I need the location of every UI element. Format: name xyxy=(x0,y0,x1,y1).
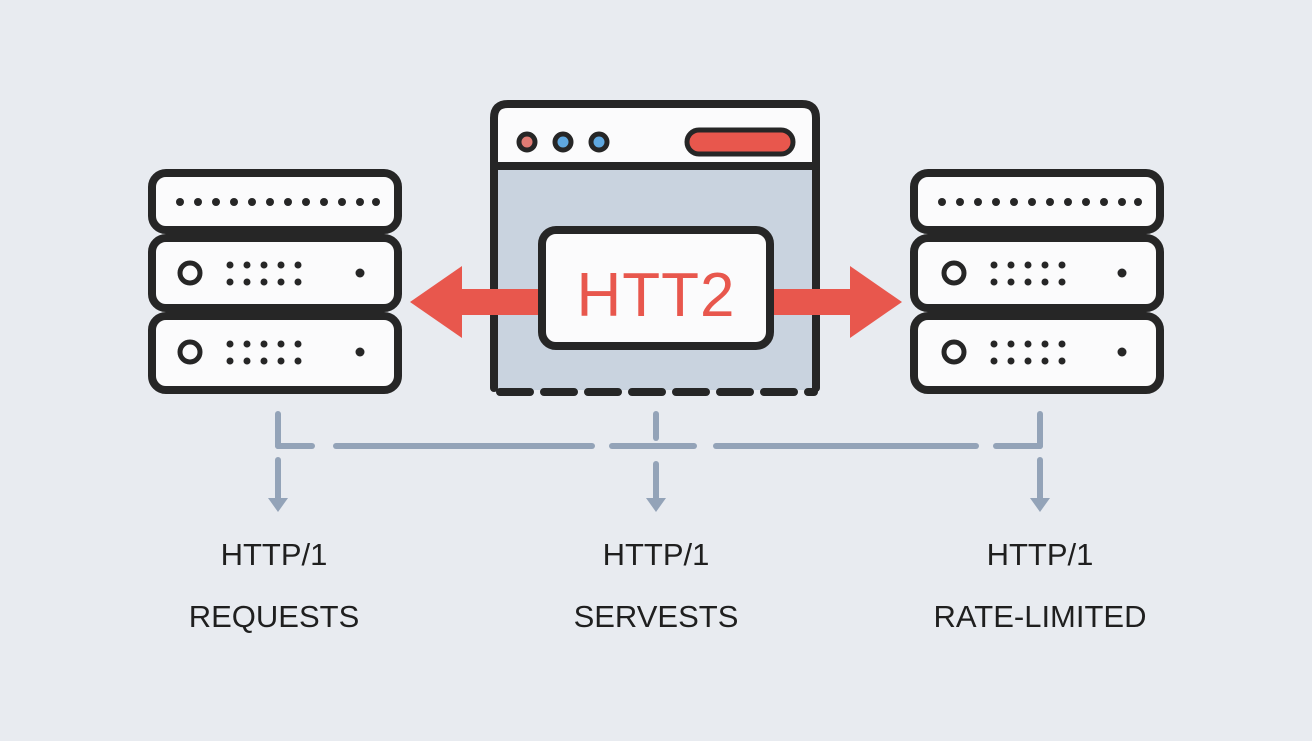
left-label-protocol: HTTP/1 xyxy=(221,537,328,572)
right-server-unit-top xyxy=(910,169,1164,234)
right-label-role: RATE-LIMITED xyxy=(934,599,1147,634)
left-arrow-head-icon xyxy=(410,266,462,338)
right-server-vent-dots xyxy=(938,198,1142,206)
column-labels: HTTP/1 REQUESTS HTTP/1 SERVESTS HTTP/1 R… xyxy=(189,537,1147,634)
left-server-power-icon xyxy=(177,339,203,365)
browser-dot-blue-icon xyxy=(588,131,610,153)
browser-address-pill xyxy=(684,127,796,157)
connector-arrowheads xyxy=(268,498,1050,512)
left-down-arrow-icon xyxy=(268,498,288,512)
left-server-unit-top xyxy=(148,169,402,234)
right-server-power-icon xyxy=(941,339,967,365)
right-arrow-head-icon xyxy=(850,266,902,338)
left-server-stack-icon xyxy=(148,169,402,394)
browser-dot-blue-icon xyxy=(552,131,574,153)
connector-lines xyxy=(275,411,1043,507)
right-server-stack-icon xyxy=(910,169,1164,394)
center-down-arrow-icon xyxy=(646,498,666,512)
left-server-unit-middle xyxy=(148,234,402,312)
browser-dot-pink-icon xyxy=(516,131,538,153)
left-server-led-dots xyxy=(226,261,365,286)
right-server-led-dots xyxy=(990,261,1127,286)
bidirectional-arrow xyxy=(410,266,902,338)
right-label-protocol: HTTP/1 xyxy=(987,537,1094,572)
center-label-protocol: HTTP/1 xyxy=(603,537,710,572)
left-arrow-shaft xyxy=(450,289,544,315)
center-label-role: SERVESTS xyxy=(574,599,739,634)
right-server-power-icon xyxy=(941,260,967,286)
left-label-role: REQUESTS xyxy=(189,599,360,634)
right-arrow-shaft xyxy=(768,289,862,315)
right-server-led-dots xyxy=(990,340,1127,365)
right-server-unit-middle xyxy=(910,234,1164,312)
right-down-arrow-icon xyxy=(1030,498,1050,512)
left-server-power-icon xyxy=(177,260,203,286)
protocol-badge-label: HTT2 xyxy=(577,261,736,330)
protocol-badge xyxy=(538,226,774,350)
left-server-unit-bottom xyxy=(148,312,402,394)
right-server-unit-bottom xyxy=(910,312,1164,394)
left-server-led-dots xyxy=(226,340,365,365)
left-server-vent-dots xyxy=(176,198,380,206)
